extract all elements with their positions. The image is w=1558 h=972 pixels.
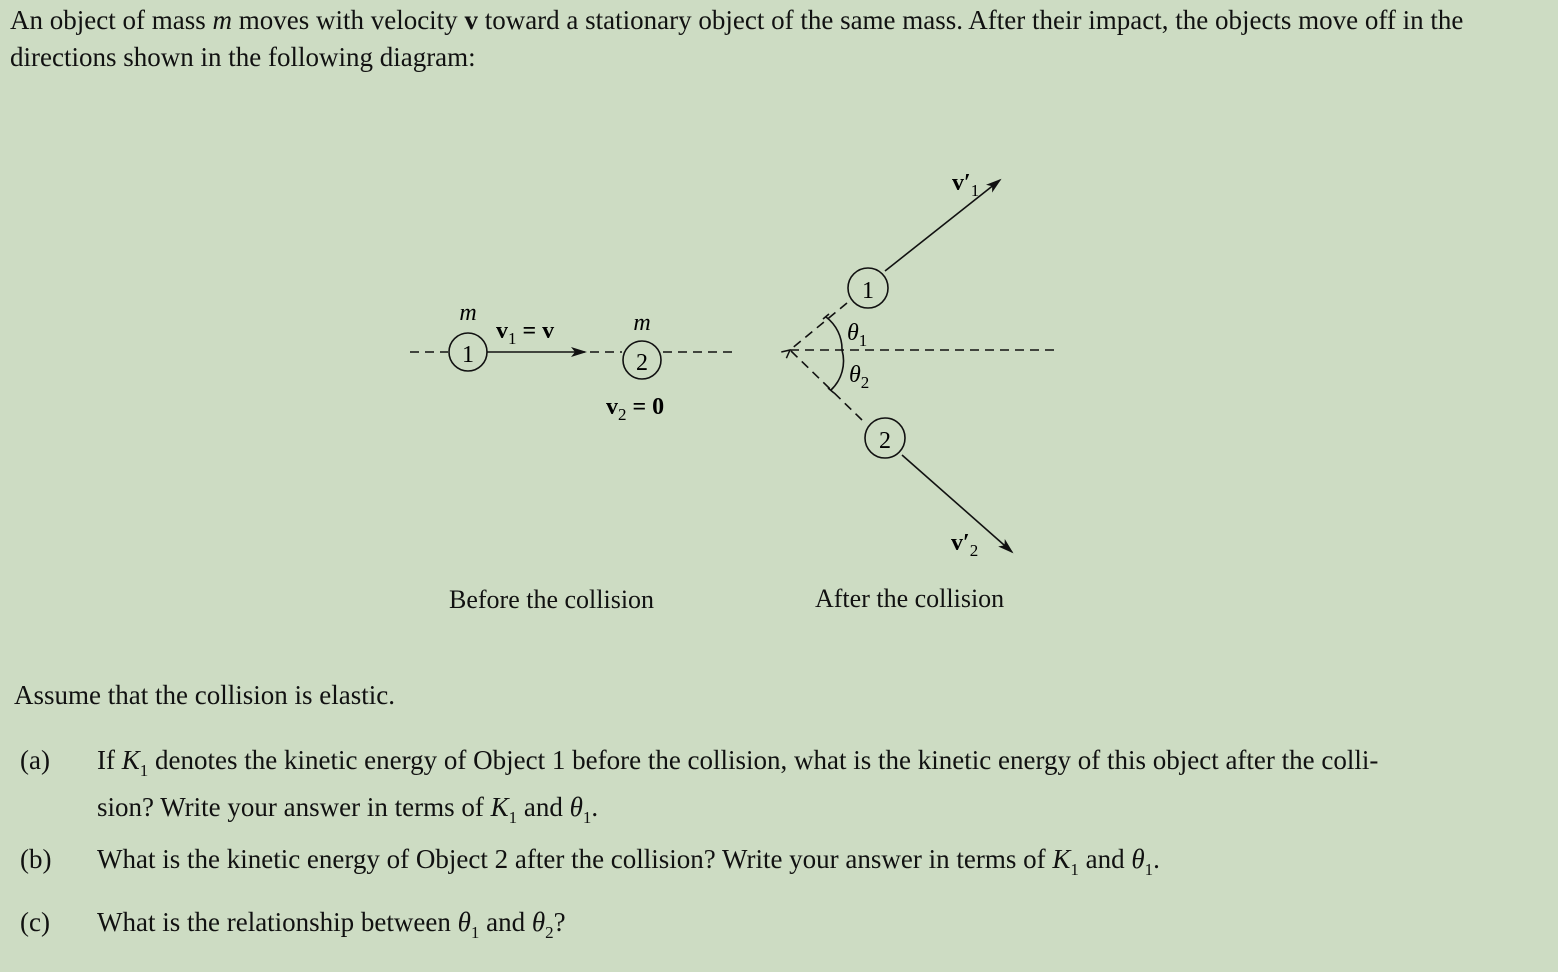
object-2-circle <box>622 340 662 380</box>
v2-prime-arrow <box>901 454 1014 554</box>
assumption-text: Assume that the collision is elastic. <box>14 680 395 710</box>
object-1-mass: m <box>459 300 476 326</box>
velocity-symbol: v <box>464 5 478 35</box>
after-collision-diagram: θ1 θ2 1 v′1 2 v′2 <box>790 170 1060 560</box>
after-caption: After the collision <box>815 584 1005 613</box>
question-letter: (c) <box>20 907 50 937</box>
intro-text: moves with velocity <box>231 5 465 35</box>
question-text: What is the kinetic energy of Object 2 a… <box>97 844 1160 879</box>
intro-text: An object of mass <box>10 5 213 35</box>
mass-symbol: m <box>212 5 232 35</box>
before-caption: Before the collision <box>449 585 655 614</box>
v2-label: v2 = 0 <box>606 394 664 424</box>
question-text: What is the relationship between θ1 and … <box>97 907 566 942</box>
v2-prime-label: v′2 <box>951 530 978 560</box>
object-1-circle-after <box>847 267 889 309</box>
problem-intro: An object of mass m moves with velocity … <box>10 2 1540 76</box>
object-2-mass: m <box>633 310 650 336</box>
question-text: If K1 denotes the kinetic energy of Obje… <box>97 745 1379 827</box>
intro-text: toward a stationary object of the same m… <box>10 5 1464 72</box>
theta1-label: θ1 <box>847 320 867 350</box>
v1-prime-label: v′1 <box>952 170 979 200</box>
question-letter: (a) <box>20 745 50 775</box>
theta2-label: θ2 <box>849 362 869 392</box>
v1-prime-arrow <box>884 178 1002 272</box>
dashed-line-1 <box>790 302 848 350</box>
angle-arc <box>825 316 845 391</box>
question-letter: (b) <box>20 844 52 874</box>
before-collision-diagram: 1 m v1 = v 2 m v2 = 0 <box>410 300 735 424</box>
object-2-circle-after <box>864 417 906 459</box>
object-2-label-after: 2 <box>879 428 891 454</box>
object-2-label: 2 <box>636 350 648 376</box>
dashed-line-2 <box>789 349 863 421</box>
object-1-label: 1 <box>462 342 474 368</box>
object-1-label-after: 1 <box>862 278 874 304</box>
v1-label: v1 = v <box>496 318 554 348</box>
